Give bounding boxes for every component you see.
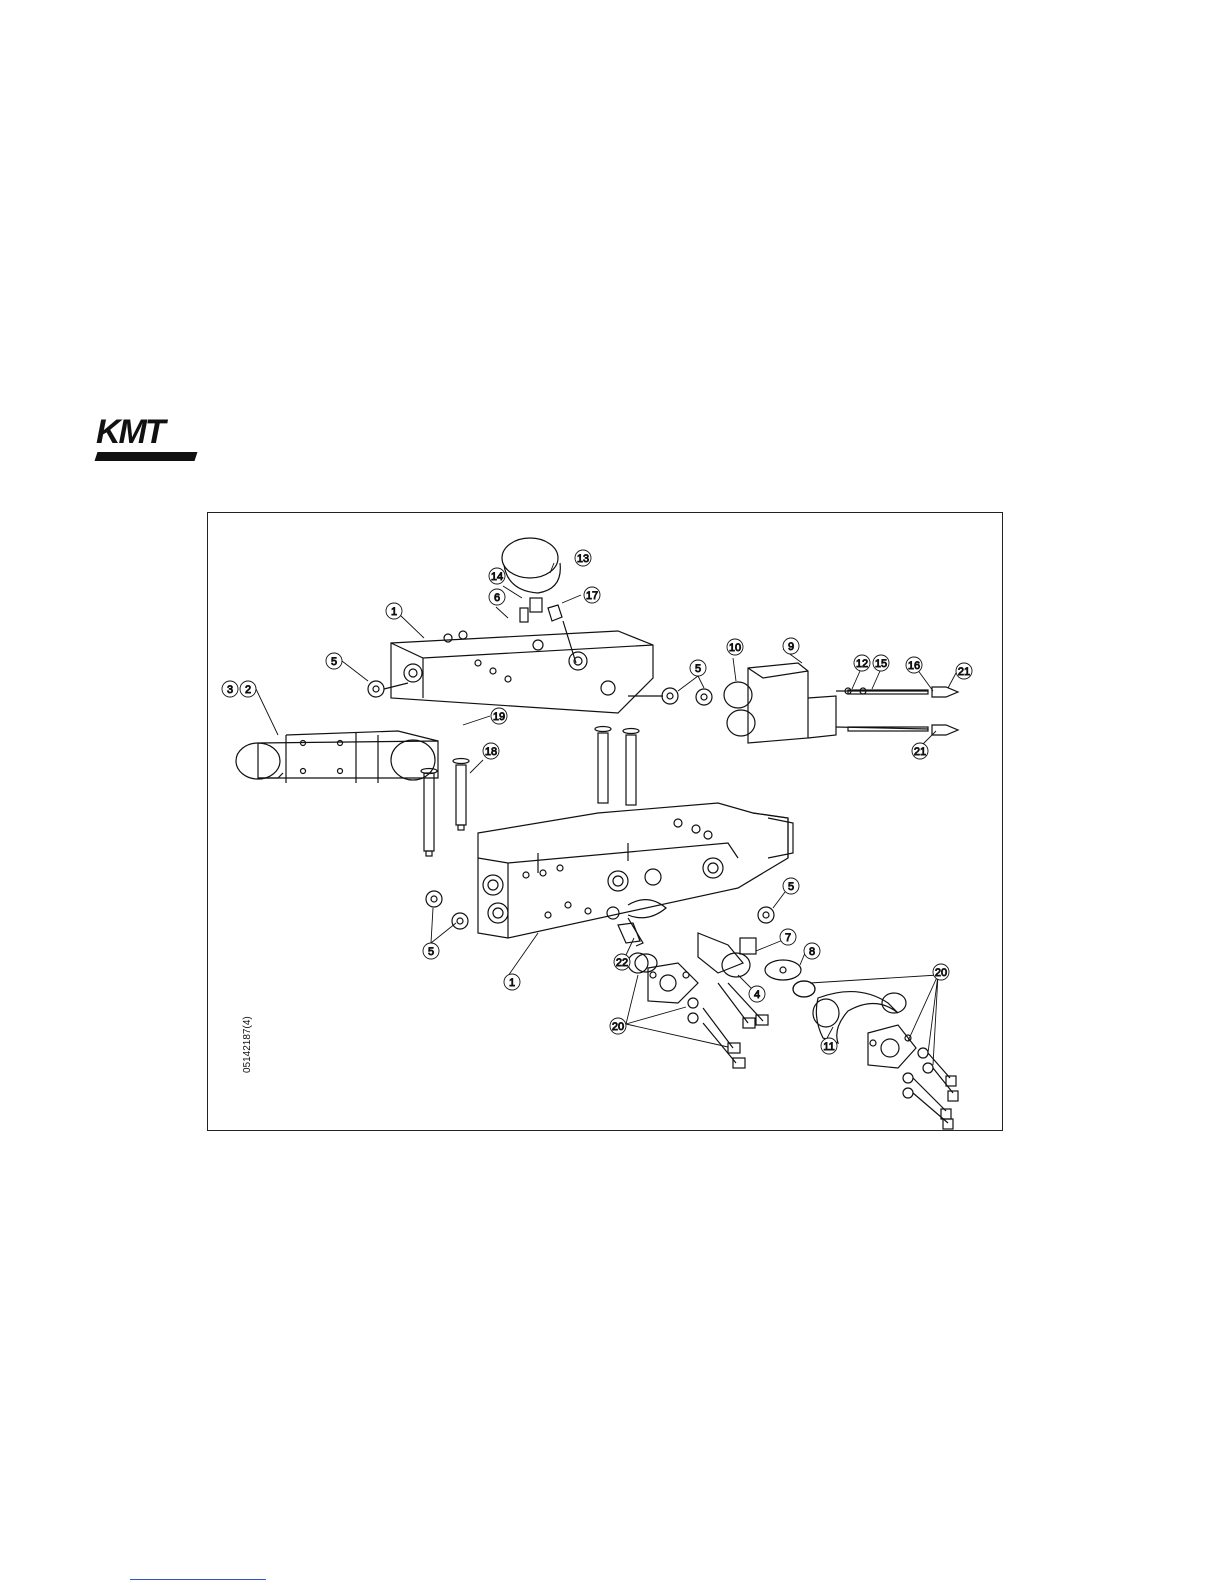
relief-valve-block [724,663,958,743]
svg-text:5: 5 [428,946,434,958]
svg-text:3: 3 [227,684,233,696]
callout-20-right: 20 [933,964,949,980]
svg-text:21: 21 [914,746,926,758]
callouts: 1 3 2 5 14 6 17 13 5 10 9 12 15 16 21 21… [222,550,972,1054]
svg-text:7: 7 [785,932,791,944]
svg-text:12: 12 [856,658,868,670]
callout-9: 9 [783,638,799,654]
svg-text:4: 4 [754,989,760,1001]
callout-4: 4 [749,986,765,1002]
logo-underline [95,452,198,461]
svg-text:1: 1 [391,606,397,618]
callout-20-left: 20 [610,1018,626,1034]
o-ring [793,981,815,997]
svg-text:16: 16 [908,660,920,672]
callout-5-right: 5 [783,878,799,894]
svg-text:15: 15 [875,658,887,670]
svg-text:20: 20 [935,967,947,979]
logo-text: KMT [96,414,164,450]
callout-5-left: 5 [326,653,342,669]
callout-17: 17 [584,587,600,603]
svg-text:5: 5 [788,881,794,893]
exploded-parts-diagram: 1 3 2 5 14 6 17 13 5 10 9 12 15 16 21 21… [208,513,1004,1132]
callout-14: 14 [489,568,505,584]
svg-text:19: 19 [493,711,505,723]
callout-1-lower: 1 [504,974,520,990]
callout-2: 2 [240,681,256,697]
callout-11: 11 [821,1038,837,1054]
callout-10: 10 [727,639,743,655]
elbow-fitting [813,992,906,1043]
callout-7: 7 [780,929,796,945]
svg-text:5: 5 [695,663,701,675]
footer-link-underline [130,1579,266,1580]
svg-text:1: 1 [509,977,515,989]
svg-text:8: 8 [809,946,815,958]
callout-1-upper: 1 [386,603,402,619]
callout-15: 15 [873,655,889,671]
svg-text:13: 13 [577,553,589,565]
svg-text:2: 2 [245,684,251,696]
flange-right [868,1025,958,1129]
callout-22: 22 [614,954,630,970]
plugs [368,681,774,929]
callout-18: 18 [483,743,499,759]
mounting-bolts-left [421,727,639,857]
svg-text:20: 20 [612,1021,624,1033]
callout-12: 12 [854,655,870,671]
callout-19: 19 [491,708,507,724]
upper-manifold [391,631,653,713]
kmt-logo: KMT [96,414,202,464]
svg-text:17: 17 [586,590,598,602]
callout-5-lower: 5 [423,943,439,959]
svg-text:22: 22 [616,957,628,969]
figure-id-label: 05142187(4) [242,1016,253,1073]
svg-text:9: 9 [788,641,794,653]
callout-21-bottom: 21 [912,743,928,759]
svg-text:5: 5 [331,656,337,668]
callout-21-top: 21 [956,663,972,679]
callout-3: 3 [222,681,238,697]
svg-text:10: 10 [729,642,741,654]
svg-text:6: 6 [494,592,500,604]
svg-text:18: 18 [485,746,497,758]
pressure-gauge [502,538,576,663]
exploded-view-figure: 1 3 2 5 14 6 17 13 5 10 9 12 15 16 21 21… [207,512,1003,1131]
lower-manifold [478,803,793,938]
leader-lines [256,563,956,1065]
flange-left [648,963,768,1068]
callout-13: 13 [575,550,591,566]
callout-5-mid: 5 [690,660,706,676]
solenoid-valve [236,731,438,783]
callout-6: 6 [489,589,505,605]
svg-text:21: 21 [958,666,970,678]
svg-text:11: 11 [823,1041,834,1053]
callout-16: 16 [906,657,922,673]
callout-8: 8 [804,943,820,959]
svg-text:14: 14 [491,571,503,583]
